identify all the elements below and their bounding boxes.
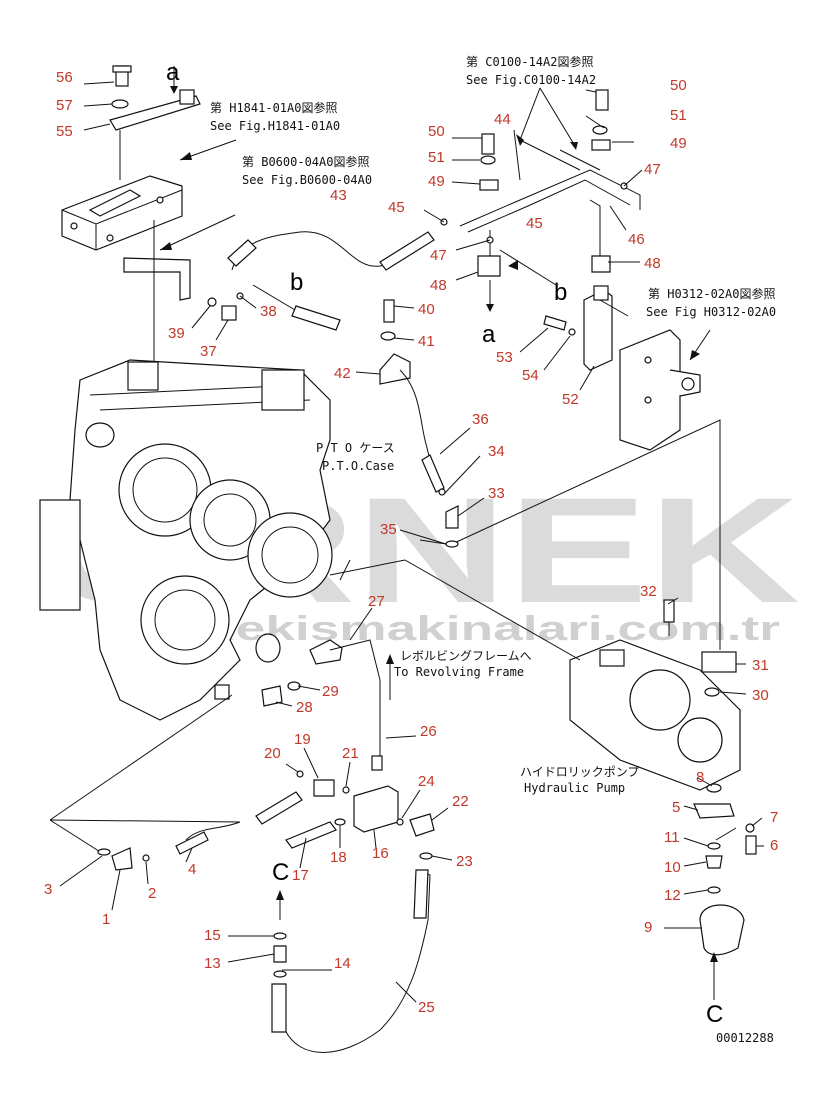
pto-case-en: P.T.O.Case <box>322 459 394 473</box>
callout-30: 30 <box>752 687 769 704</box>
callout-56: 56 <box>56 69 73 86</box>
callout-36: 36 <box>472 411 489 428</box>
callout-21: 21 <box>342 745 359 762</box>
view-c-left: C <box>272 859 289 886</box>
callout-57: 57 <box>56 97 73 114</box>
callout-31: 31 <box>752 657 769 674</box>
callout-12: 12 <box>664 887 681 904</box>
watermark-url: ornekismakinalari.com.tr <box>150 610 780 648</box>
clamp-bracket <box>379 285 721 650</box>
ref-h0312-jp: 第 H0312-02A0図参照 <box>648 286 775 301</box>
callout-40: 40 <box>418 301 435 318</box>
callout-49-left: 49 <box>428 173 445 190</box>
callout-16: 16 <box>372 845 389 862</box>
callout-50-right: 50 <box>670 77 687 94</box>
lower-hoses <box>97 639 435 1053</box>
pto-case <box>39 359 333 856</box>
pto-case-jp: P T O ケース <box>316 441 395 455</box>
callout-13: 13 <box>204 955 221 972</box>
callout-2: 2 <box>148 885 156 902</box>
callout-11: 11 <box>664 829 680 846</box>
drawing-number: 00012288 <box>716 1031 774 1045</box>
callout-45-left: 45 <box>388 199 405 216</box>
callout-24: 24 <box>418 773 435 790</box>
part-callouts: 56 57 55 50 51 49 44 50 51 49 47 45 46 4… <box>44 69 778 1016</box>
view-b-right: b <box>554 279 567 306</box>
callout-28: 28 <box>296 699 313 716</box>
tube-assembly <box>440 87 641 312</box>
view-c-right: C <box>706 1001 723 1028</box>
callout-27: 27 <box>368 593 385 610</box>
callout-48-right: 48 <box>644 255 661 272</box>
callout-38: 38 <box>260 303 277 320</box>
ref-h0312-en: See Fig H0312-02A0 <box>646 305 776 319</box>
callout-20: 20 <box>264 745 281 762</box>
view-a-top: a <box>166 59 180 86</box>
callout-14: 14 <box>334 955 351 972</box>
callout-33: 33 <box>488 485 505 502</box>
hydraulic-pump-jp: ハイドロリックポンプ <box>520 765 639 779</box>
callout-39: 39 <box>168 325 185 342</box>
callout-1: 1 <box>102 911 110 928</box>
callout-19: 19 <box>294 731 311 748</box>
callout-25: 25 <box>418 999 435 1016</box>
callout-26: 26 <box>420 723 437 740</box>
callout-4: 4 <box>188 861 196 878</box>
callout-43: 43 <box>330 187 347 204</box>
ref-b0600-jp: 第 B0600-04A0図参照 <box>242 154 369 169</box>
callout-47-bottom: 47 <box>430 247 447 264</box>
callout-22: 22 <box>452 793 469 810</box>
revolving-frame-jp: レボルビングフレームへ <box>400 649 532 663</box>
callout-47-top: 47 <box>644 161 661 178</box>
callout-10: 10 <box>664 859 681 876</box>
callout-45-right: 45 <box>526 215 543 232</box>
ref-c0100-en: See Fig.C0100-14A2 <box>466 73 596 87</box>
callout-3: 3 <box>44 881 52 898</box>
callout-34: 34 <box>488 443 505 460</box>
callout-51-right: 51 <box>670 107 687 124</box>
callout-46: 46 <box>628 231 645 248</box>
callout-54: 54 <box>522 367 539 384</box>
callout-18: 18 <box>330 849 347 866</box>
hydraulic-pump <box>329 559 757 1000</box>
callout-51-left: 51 <box>428 149 445 166</box>
ref-c0100-jp: 第 C0100-14A2図参照 <box>466 54 593 69</box>
callout-53: 53 <box>496 349 513 366</box>
callout-8: 8 <box>696 769 704 786</box>
view-a-bottom: a <box>482 321 496 348</box>
hose-36 <box>419 488 459 548</box>
callout-55: 55 <box>56 123 73 140</box>
callout-6: 6 <box>770 837 778 854</box>
hose-43 <box>207 231 435 331</box>
callout-48-left: 48 <box>430 277 447 294</box>
callout-9: 9 <box>644 919 652 936</box>
hydraulic-pump-en: Hydraulic Pump <box>524 781 625 795</box>
callout-44: 44 <box>494 111 511 128</box>
revolving-frame-en: To Revolving Frame <box>394 665 524 679</box>
callout-17: 17 <box>292 867 309 884</box>
callout-35: 35 <box>380 521 397 538</box>
ref-h1841-en: See Fig.H1841-01A0 <box>210 119 340 133</box>
callout-23: 23 <box>456 853 473 870</box>
callout-42: 42 <box>334 365 351 382</box>
view-b-left: b <box>290 269 303 296</box>
callout-49-right: 49 <box>670 135 687 152</box>
reference-labels: 第 H1841-01A0図参照 See Fig.H1841-01A0 第 B06… <box>166 54 776 1045</box>
ref-b0600-en: See Fig.B0600-04A0 <box>242 173 372 187</box>
ref-h1841-jp: 第 H1841-01A0図参照 <box>210 100 337 115</box>
callout-52: 52 <box>562 391 579 408</box>
callout-5: 5 <box>672 799 680 816</box>
callout-29: 29 <box>322 683 339 700</box>
callout-32: 32 <box>640 583 657 600</box>
callout-50-left: 50 <box>428 123 445 140</box>
callout-41: 41 <box>418 333 435 350</box>
callout-15: 15 <box>204 927 221 944</box>
callout-7: 7 <box>770 809 778 826</box>
callout-37: 37 <box>200 343 217 360</box>
